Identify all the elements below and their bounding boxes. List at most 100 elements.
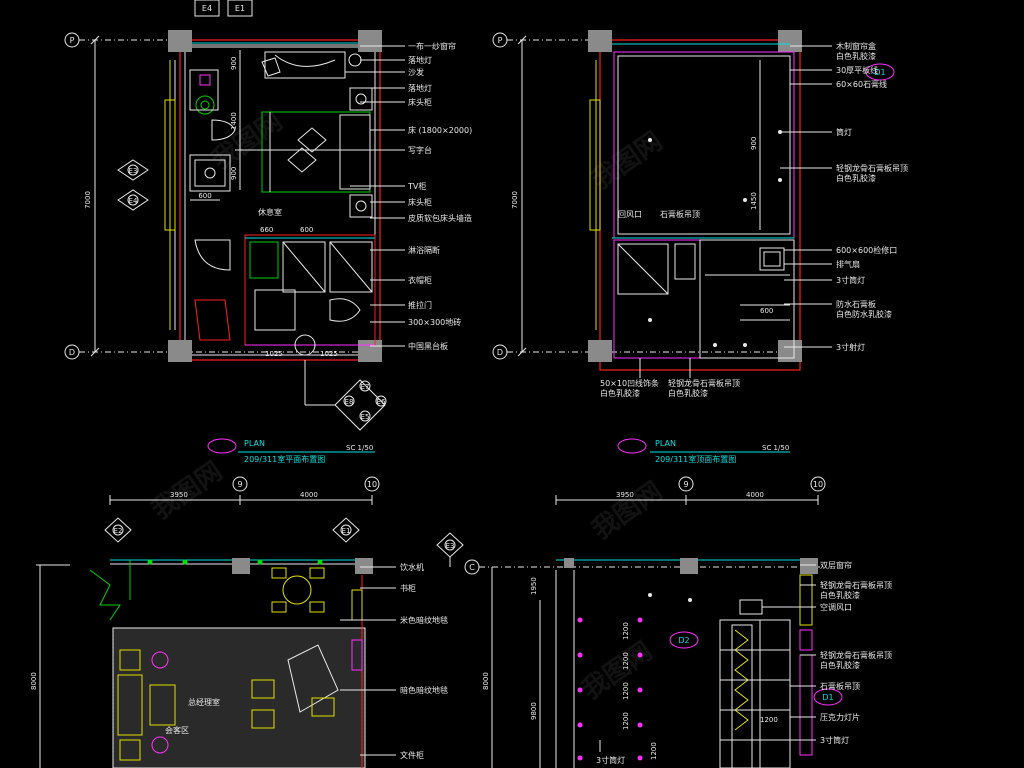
- column: [355, 558, 373, 574]
- svg-text:E1: E1: [235, 4, 245, 13]
- elevation-tag-e4: E4: [194, 0, 220, 17]
- svg-text:E5: E5: [361, 413, 370, 421]
- annotation: 中国黑台板: [408, 341, 448, 351]
- annotation: 回风口: [618, 210, 642, 219]
- annotation: 3寸筒灯: [596, 755, 625, 765]
- annotation: 白色乳胶漆: [820, 660, 860, 670]
- column: [358, 30, 382, 52]
- dimension: 3950: [170, 491, 188, 499]
- dimension: 1200: [622, 682, 630, 700]
- annotation: 3寸筒灯: [820, 735, 849, 745]
- svg-text:E3: E3: [129, 167, 138, 175]
- grid-bubble-10: 10: [810, 476, 826, 492]
- annotation: 3寸筒灯: [836, 275, 865, 285]
- annotation: 一布一纱窗帘: [408, 41, 456, 51]
- column: [588, 340, 612, 362]
- svg-text:D: D: [69, 348, 75, 357]
- watermark-text: 我图网: [207, 106, 288, 175]
- grid-bubble-c: C: [464, 559, 480, 575]
- annotation: 轻钢龙骨石膏板吊顶: [836, 163, 908, 173]
- svg-text:9: 9: [683, 480, 688, 489]
- annotation: 300×300地砖: [408, 317, 461, 327]
- section-tag-d1: D1: [813, 688, 843, 706]
- dimension: 900: [750, 137, 758, 150]
- annotation: 暗色暗纹地毯: [400, 685, 448, 695]
- dimension: 1200: [760, 716, 778, 724]
- annotation: 书柜: [400, 583, 416, 593]
- dimension: 8000: [482, 672, 490, 690]
- dimension-height: 7000: [511, 191, 519, 209]
- annotation: 床头柜: [408, 97, 432, 107]
- watermark-text: 我图网: [587, 476, 668, 545]
- column: [588, 30, 612, 52]
- dimension: 1025: [320, 350, 338, 358]
- grid-bubble-d: D: [492, 344, 800, 360]
- dimension: 1200: [622, 712, 630, 730]
- annotation: 双层窗帘: [820, 560, 852, 570]
- panel3-labels: 饮水机 书柜 米色暗纹地毯 暗色暗纹地毯 文件柜: [340, 562, 448, 760]
- svg-text:209/311室平面布置图: 209/311室平面布置图: [244, 454, 325, 464]
- annotation: 米色暗纹地毯: [400, 615, 448, 625]
- dimension: 1200: [650, 742, 658, 760]
- svg-text:PLAN: PLAN: [655, 439, 676, 448]
- annotation: 排气扇: [836, 259, 860, 269]
- annotation: 白色乳胶漆: [600, 388, 640, 398]
- elevation-tag-e4-side: E4: [117, 189, 149, 211]
- annotation: 木制窗帘盒: [836, 41, 876, 51]
- annotation: 推拉门: [408, 300, 432, 310]
- dimension: 900: [230, 167, 238, 180]
- elevation-tag-cluster: E7 E8 E6 E5: [304, 360, 387, 431]
- annotation: 沙发: [408, 67, 424, 77]
- annotation: 压克力灯片: [820, 712, 860, 722]
- svg-text:D1: D1: [874, 68, 885, 77]
- grid-bubble-10: 10: [364, 476, 380, 492]
- annotation: 衣帽柜: [408, 275, 432, 285]
- plan-caption: PLAN 209/311室平面布置图 SC 1/50: [207, 438, 375, 464]
- svg-text:E8: E8: [345, 398, 354, 406]
- annotation: 白色乳胶漆: [836, 51, 876, 61]
- elevation-tag-e3: E3: [436, 532, 464, 558]
- room-label: 休息室: [258, 207, 282, 217]
- svg-text:D2: D2: [678, 636, 689, 645]
- svg-text:E4: E4: [202, 4, 212, 13]
- svg-text:E2: E2: [114, 527, 123, 535]
- dimension: 4000: [300, 491, 318, 499]
- downlights: [577, 593, 692, 761]
- annotation: 60×60石膏线: [836, 79, 887, 89]
- elevation-tag-e1: E1: [332, 517, 360, 543]
- annotation: TV柜: [407, 181, 426, 191]
- annotation: 落地灯: [408, 83, 432, 93]
- column: [358, 340, 382, 362]
- column: [564, 558, 574, 568]
- section-tag-d2: D2: [669, 631, 699, 649]
- annotation: 石膏板吊顶: [660, 209, 700, 219]
- annotation: 600×600检修口: [836, 245, 897, 255]
- svg-text:10: 10: [367, 480, 377, 489]
- svg-text:P: P: [498, 36, 503, 45]
- dimension: 9800: [530, 702, 538, 720]
- floor-plan-panel: P D 7000 E4 E1: [64, 0, 472, 464]
- annotation: 轻钢龙骨石膏板吊顶: [820, 650, 892, 660]
- room-label: 总经理室: [188, 697, 220, 707]
- svg-text:D1: D1: [822, 693, 833, 702]
- dimension: 600: [760, 307, 773, 315]
- dimension: 1200: [622, 652, 630, 670]
- annotation: 空调风口: [820, 602, 852, 612]
- dimension: 4000: [746, 491, 764, 499]
- column: [168, 340, 192, 362]
- svg-text:D: D: [497, 348, 503, 357]
- office-ceiling-panel: 3950 4000 9 10 C 8000 1950 9800 1200 120…: [464, 476, 892, 768]
- annotation: 50×10凹线饰条: [600, 378, 659, 388]
- svg-text:P: P: [70, 36, 75, 45]
- dimension: 1400: [230, 112, 238, 130]
- watermark-text: 我图网: [577, 636, 658, 705]
- elevation-tag-e2: E2: [104, 517, 132, 543]
- grid-bubble-9: 9: [232, 476, 248, 492]
- svg-text:10: 10: [813, 480, 823, 489]
- ceiling-plan-panel: P D 7000 900 1450: [492, 30, 908, 464]
- annotation: 30厚平板线: [836, 65, 878, 75]
- annotation: 文件柜: [400, 750, 424, 760]
- annotation: 床 (1800×2000): [408, 125, 472, 135]
- column: [800, 558, 818, 574]
- annotation: 床头柜: [408, 197, 432, 207]
